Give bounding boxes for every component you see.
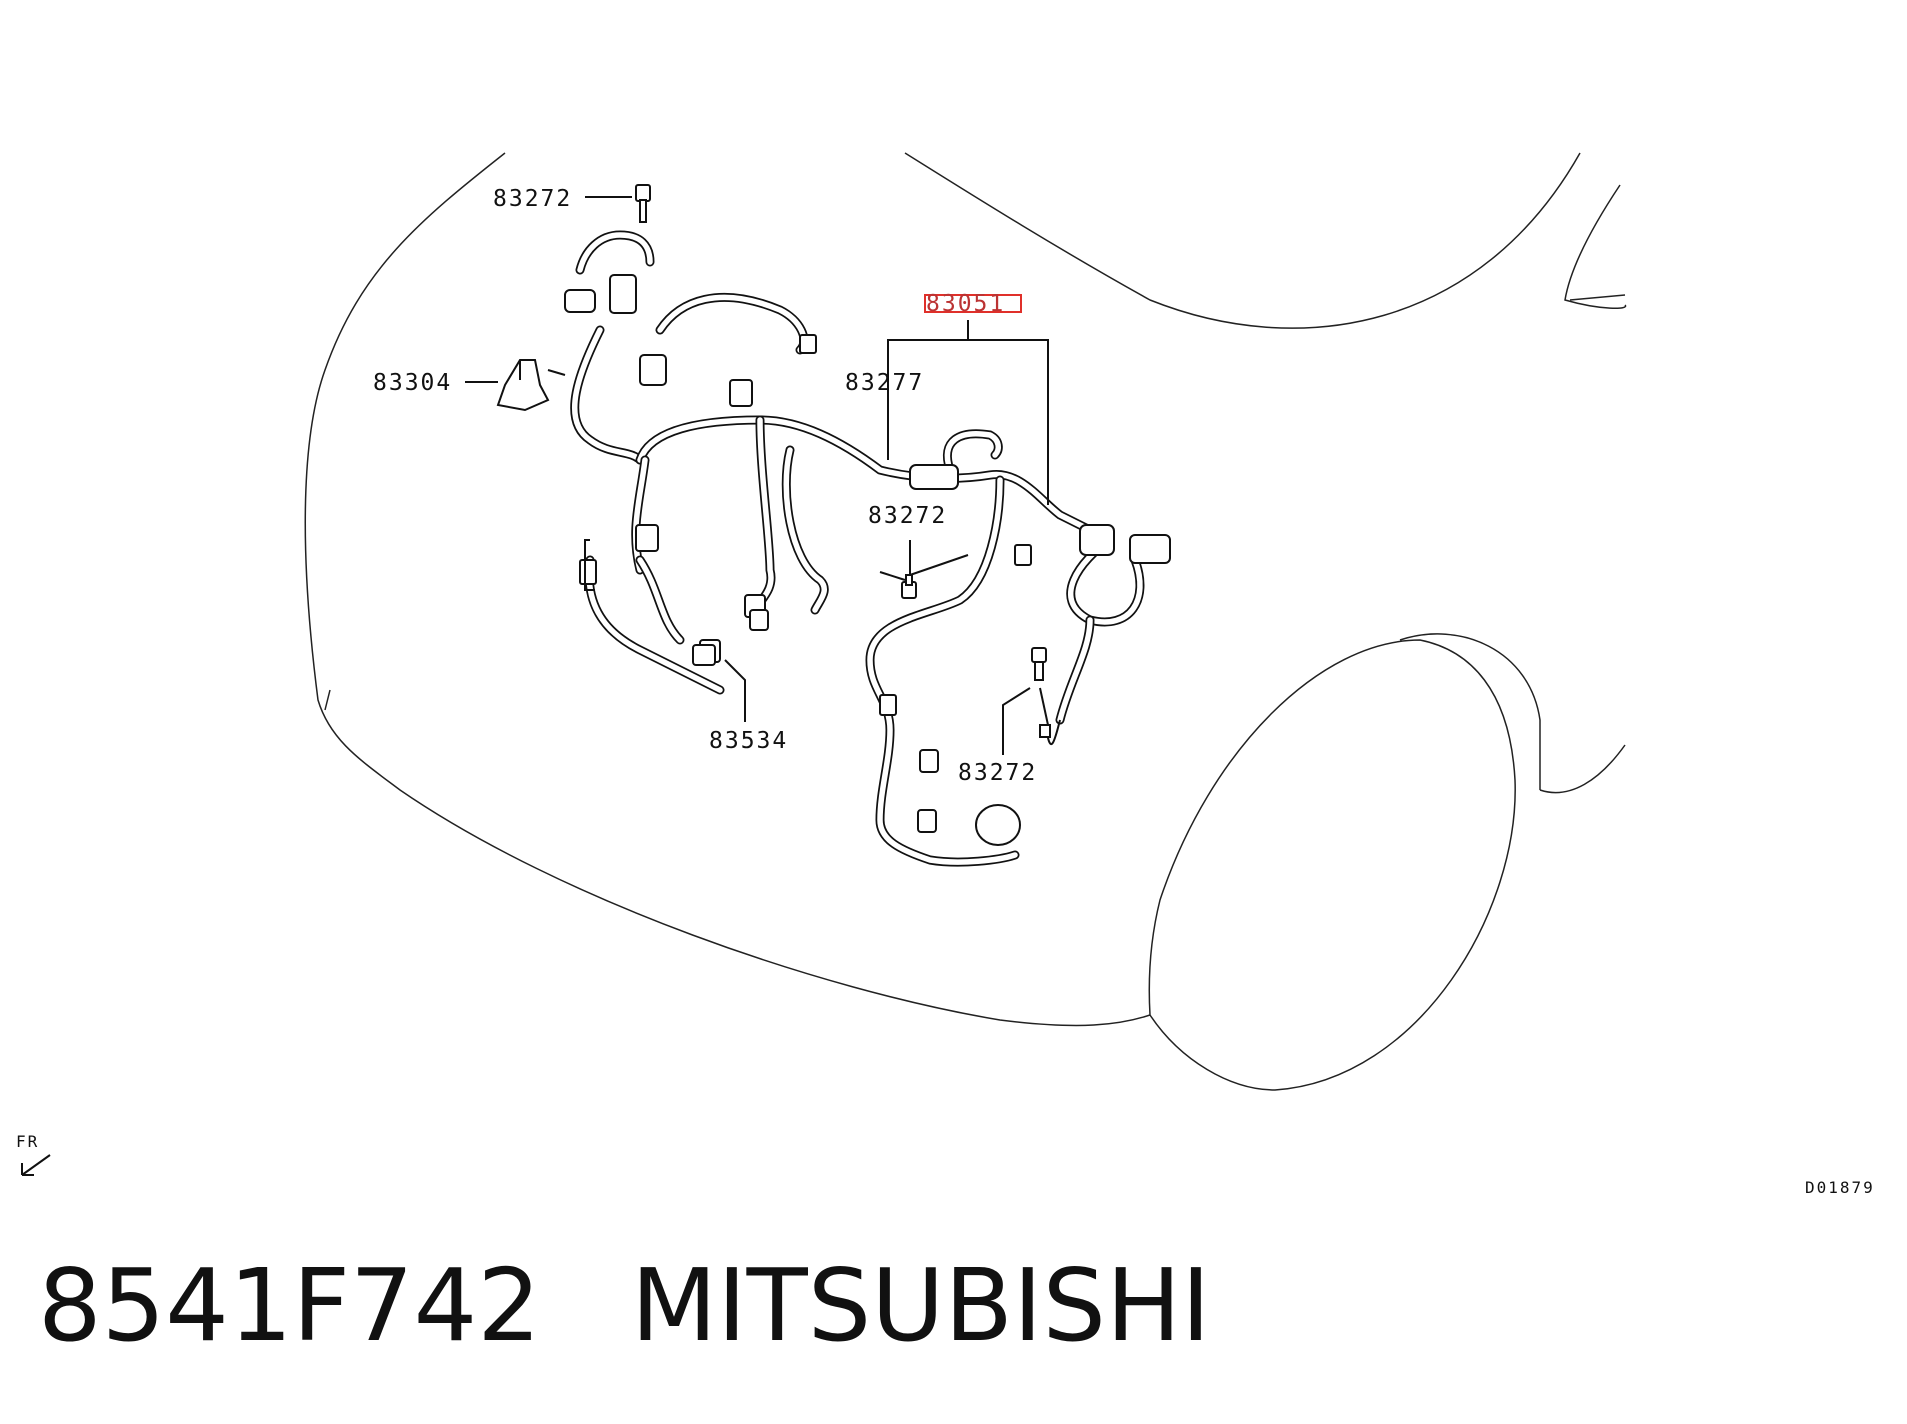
callout-harness-sub: 83534 [709,728,788,754]
part-number: 8541F742 [38,1246,541,1364]
callout-labels: 83272 83304 83051 83277 83272 83534 8327… [373,186,1037,786]
callout-bolt-top: 83272 [493,186,572,212]
direction-label: FR [16,1132,39,1151]
caption: 8541F742 MITSUBISHI [38,1240,1211,1370]
callout-harness-assy: 83051 [926,291,1005,317]
diagram-code: D01879 [1805,1178,1875,1197]
parts-diagram: 83272 83304 83051 83277 83272 83534 8327… [16,152,1875,1197]
bracket-part [496,359,550,412]
wiring-harness [570,230,1145,867]
brand-name: MITSUBISHI [630,1246,1211,1364]
vehicle-outline [304,152,1627,1091]
selected-part-highlight [924,294,1022,313]
bolt-mid-part [901,574,917,599]
connectors [564,274,1171,846]
bolt-top-part [635,184,651,223]
callout-bracket: 83304 [373,370,452,396]
callout-harness-main: 83277 [845,370,924,396]
leader-lines [465,196,1049,755]
callout-bolt-lower: 83272 [958,760,1037,786]
direction-marker: FR [16,1132,51,1176]
callout-bolt-mid: 83272 [868,503,947,529]
ground-lead [1039,719,1061,745]
front-arrow-icon [21,1154,51,1176]
bolt-lower-part [1031,647,1047,681]
